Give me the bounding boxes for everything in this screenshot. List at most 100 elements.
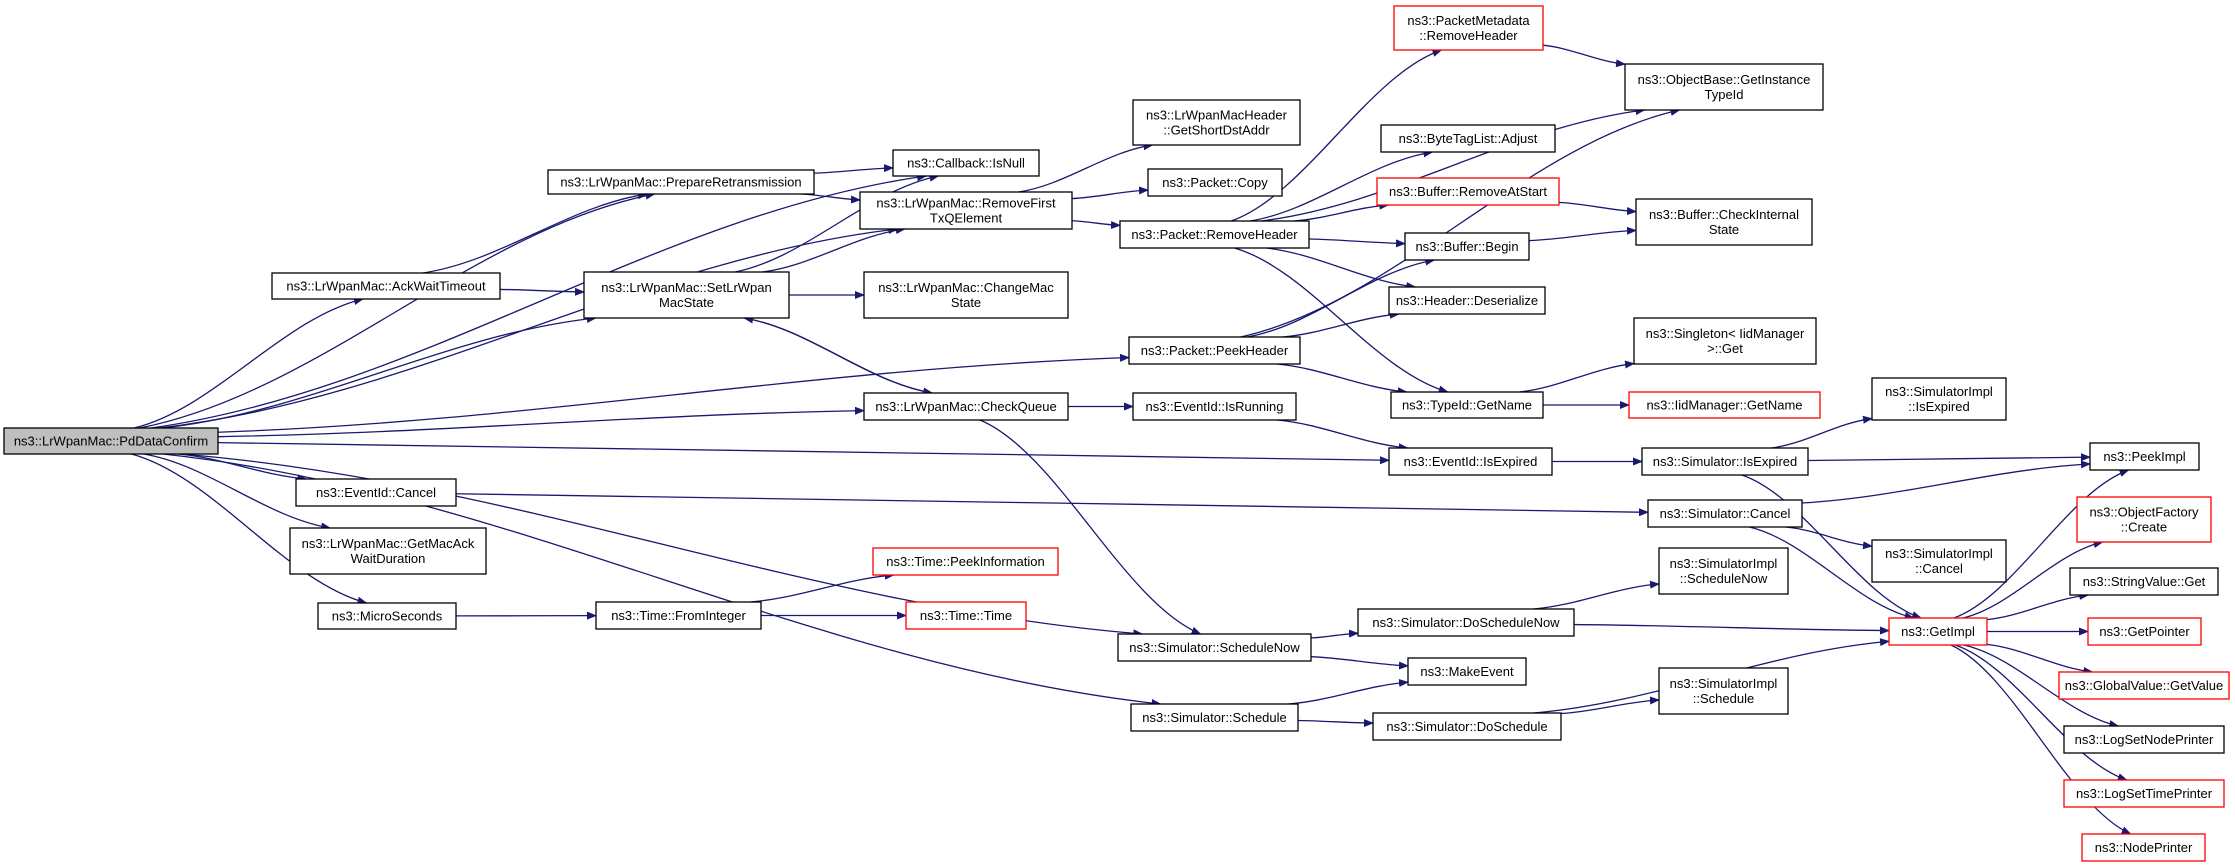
node-typeIdGetName[interactable]: ns3::TypeId::GetName [1390,391,1544,419]
node-evIsExpired[interactable]: ns3::EventId::IsExpired [1388,447,1553,476]
node-singletonGet[interactable]: ns3::Singleton< IidManager>::Get [1633,317,1817,365]
edge-pktRemoveHeader-to-objBaseGetInst [1261,107,1646,222]
node-pktMetaRemove[interactable]: ns3::PacketMetadata::RemoveHeader [1393,5,1544,51]
node-objFactoryCreate[interactable]: ns3::ObjectFactory::Create [2076,496,2212,543]
node-label: ::IsExpired [1908,399,1969,414]
edge-root-to-microSeconds [131,453,368,605]
node-label: ns3::Simulator::ScheduleNow [1129,640,1300,655]
edge-getImpl-to-peekImpl [1953,469,2130,619]
node-pktPeekHeader[interactable]: ns3::Packet::PeekHeader [1128,336,1301,365]
node-label: ::RemoveHeader [1419,28,1518,43]
node-pktCopy[interactable]: ns3::Packet::Copy [1147,168,1283,197]
node-simSchedNow[interactable]: ns3::Simulator::ScheduleNow [1117,633,1312,662]
node-simCancel[interactable]: ns3::Simulator::Cancel [1647,499,1803,528]
node-bufBegin[interactable]: ns3::Buffer::Begin [1404,232,1530,261]
node-pktRemoveHeader[interactable]: ns3::Packet::RemoveHeader [1119,220,1310,249]
node-hdrDeserialize[interactable]: ns3::Header::Deserialize [1388,286,1546,315]
node-label: ns3::IidManager::GetName [1646,398,1802,413]
node-label: ns3::GetPointer [2099,624,2190,639]
node-label: MacState [659,295,714,310]
edge-root-to-prepRetrans [139,191,656,429]
node-label: ns3::Time::Time [920,608,1012,623]
node-logSetTimePrinter[interactable]: ns3::LogSetTimePrinter [2063,779,2225,808]
node-simDoSchedule[interactable]: ns3::Simulator::DoSchedule [1372,712,1562,741]
node-label: ns3::LrWpanMac::CheckQueue [875,399,1056,414]
node-layer: ns3::LrWpanMac::PdDataConfirmns3::LrWpan… [3,5,2230,862]
edge-ackWait-to-prepRetrans [422,191,648,274]
node-timeTime[interactable]: ns3::Time::Time [905,601,1027,630]
node-box [1647,499,1803,528]
node-byteTagAdjust[interactable]: ns3::ByteTagList::Adjust [1380,124,1556,153]
node-getImpl[interactable]: ns3::GetImpl [1888,617,1988,646]
node-label: ns3::LogSetNodePrinter [2075,732,2214,747]
node-label: ns3::NodePrinter [2095,840,2193,855]
node-simImplIsExpired[interactable]: ns3::SimulatorImpl::IsExpired [1871,377,2007,421]
edge-simSchedNow-to-simDoSchedNow [1310,629,1359,639]
edge-root-to-pktPeekHeader [217,353,1130,433]
node-checkQueue[interactable]: ns3::LrWpanMac::CheckQueue [863,392,1069,421]
edge-pktRemoveHeader-to-typeIdGetName [1234,247,1449,394]
node-box [1404,232,1530,261]
node-peekImpl[interactable]: ns3::PeekImpl [2089,442,2200,471]
node-simIsExpired[interactable]: ns3::Simulator::IsExpired [1641,447,1809,476]
node-label: State [951,295,981,310]
node-root[interactable]: ns3::LrWpanMac::PdDataConfirm [3,427,219,455]
node-timeFromInt[interactable]: ns3::Time::FromInteger [595,601,762,630]
node-box [1376,177,1560,206]
edge-simCancel-to-simImplCancel [1785,526,1873,550]
edge-getImpl-to-globalValueGet [1986,643,2094,675]
node-logSetNodePrinter[interactable]: ns3::LogSetNodePrinter [2063,725,2225,754]
edge-pktRemoveHeader-to-hdrDeserialize [1266,247,1417,290]
node-evCancel[interactable]: ns3::EventId::Cancel [295,478,457,507]
node-simImplSchedNow[interactable]: ns3::SimulatorImpl::ScheduleNow [1658,547,1789,595]
node-nodePrinter[interactable]: ns3::NodePrinter [2081,833,2206,862]
node-stringValueGet[interactable]: ns3::StringValue::Get [2069,567,2219,596]
node-box [1357,608,1575,637]
node-iidGetName[interactable]: ns3::IidManager::GetName [1628,391,1821,419]
edge-simCancel-to-getImpl [1749,526,1915,620]
node-bufRemoveAtStart[interactable]: ns3::Buffer::RemoveAtStart [1376,177,1560,206]
node-globalValueGet[interactable]: ns3::GlobalValue::GetValue [2058,671,2230,700]
edge-simSchedNow-to-makeEvent [1310,656,1409,670]
edge-root-to-evCancel [177,453,308,483]
node-simSchedule[interactable]: ns3::Simulator::Schedule [1130,703,1299,732]
node-simImplCancel[interactable]: ns3::SimulatorImpl::Cancel [1871,539,2007,583]
node-box [2081,833,2206,862]
node-label: ns3::Packet::Copy [1162,175,1268,190]
node-evIsRunning[interactable]: ns3::EventId::IsRunning [1132,392,1297,421]
node-label: ns3::StringValue::Get [2083,574,2206,589]
node-box [859,191,1073,230]
edge-timeFromInt-to-timePeekInfo [750,571,895,603]
node-ackWait[interactable]: ns3::LrWpanMac::AckWaitTimeout [271,272,501,300]
node-box [2063,779,2225,808]
node-label: ns3::GlobalValue::GetValue [2065,678,2224,693]
node-timePeekInfo[interactable]: ns3::Time::PeekInformation [872,547,1059,576]
edge-layer [131,44,2132,835]
node-box [2058,671,2230,700]
node-label: ns3::LogSetTimePrinter [2076,786,2213,801]
edge-prepRetrans-to-cbIsNull [813,164,894,174]
node-simDoSchedNow[interactable]: ns3::Simulator::DoScheduleNow [1357,608,1575,637]
node-microSeconds[interactable]: ns3::MicroSeconds [317,602,457,630]
edge-pktRemoveHeader-to-bufBegin [1308,238,1406,248]
node-cbIsNull[interactable]: ns3::Callback::IsNull [892,149,1040,177]
node-label: ns3::GetImpl [1901,624,1975,639]
node-prepRetrans[interactable]: ns3::LrWpanMac::PrepareRetransmission [547,169,815,195]
node-simImplSchedule[interactable]: ns3::SimulatorImpl::Schedule [1658,667,1789,715]
node-getPointer[interactable]: ns3::GetPointer [2087,617,2202,646]
edge-pktMetaRemove-to-objBaseGetInst [1542,44,1626,68]
edge-ackWait-to-setState [499,287,585,296]
node-label: ns3::Buffer::Begin [1415,239,1518,254]
node-makeEvent[interactable]: ns3::MakeEvent [1407,657,1527,686]
edge-removeFirst-to-pktCopy [1071,186,1149,200]
node-getShortDst[interactable]: ns3::LrWpanMacHeader::GetShortDstAddr [1132,99,1301,146]
node-box [1117,633,1312,662]
edge-simIsExpired-to-simImplIsExpired [1771,415,1873,449]
